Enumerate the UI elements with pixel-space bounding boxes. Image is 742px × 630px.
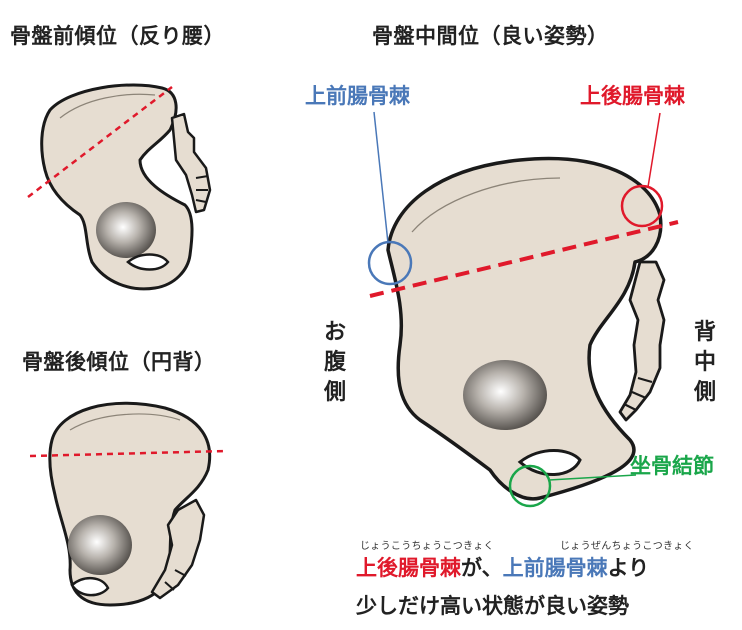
pelvis-anterior-obturator [128, 255, 168, 270]
pelvis-posterior-acetabulum [68, 515, 132, 575]
label-ischial-tuberosity: 坐骨結節 [630, 450, 714, 480]
ruby-asis: じょうぜんちょうこつきょく [560, 537, 694, 552]
title-posterior-tilt: 骨盤後傾位（円背） [22, 346, 216, 376]
label-psis: 上後腸骨棘 [580, 80, 685, 110]
label-asis: 上前腸骨棘 [305, 80, 410, 110]
caption-end: より [608, 556, 650, 580]
pelvis-anterior-acetabulum [96, 202, 156, 258]
caption-line-1: 上後腸骨棘が、上前腸骨棘より [356, 552, 649, 582]
title-anterior-tilt: 骨盤前傾位（反り腰） [10, 20, 225, 50]
pelvis-posterior-tilt [30, 403, 226, 605]
asis-leader-line [374, 112, 388, 243]
back-side-label: 背 中 側 [692, 318, 718, 408]
pelvis-neutral-body [388, 159, 661, 499]
caption-asis: 上前腸骨棘 [503, 556, 608, 580]
ruby-psis: じょうこうちょうこつきょく [360, 537, 494, 552]
pelvis-neutral [369, 112, 678, 506]
pelvis-anterior-tilt [28, 85, 210, 289]
caption-line-2: 少しだけ高い状態が良い姿勢 [356, 590, 629, 620]
caption-mid: が、 [461, 556, 503, 580]
title-neutral: 骨盤中間位（良い姿勢） [372, 20, 609, 50]
psis-leader-line [648, 113, 660, 187]
belly-side-label: お 腹 側 [322, 318, 348, 408]
caption-psis: 上後腸骨棘 [356, 556, 461, 580]
pelvis-anterior-body [42, 85, 192, 289]
pelvis-anterior-sacrum [172, 114, 210, 212]
pelvis-neutral-acetabulum [463, 360, 547, 430]
